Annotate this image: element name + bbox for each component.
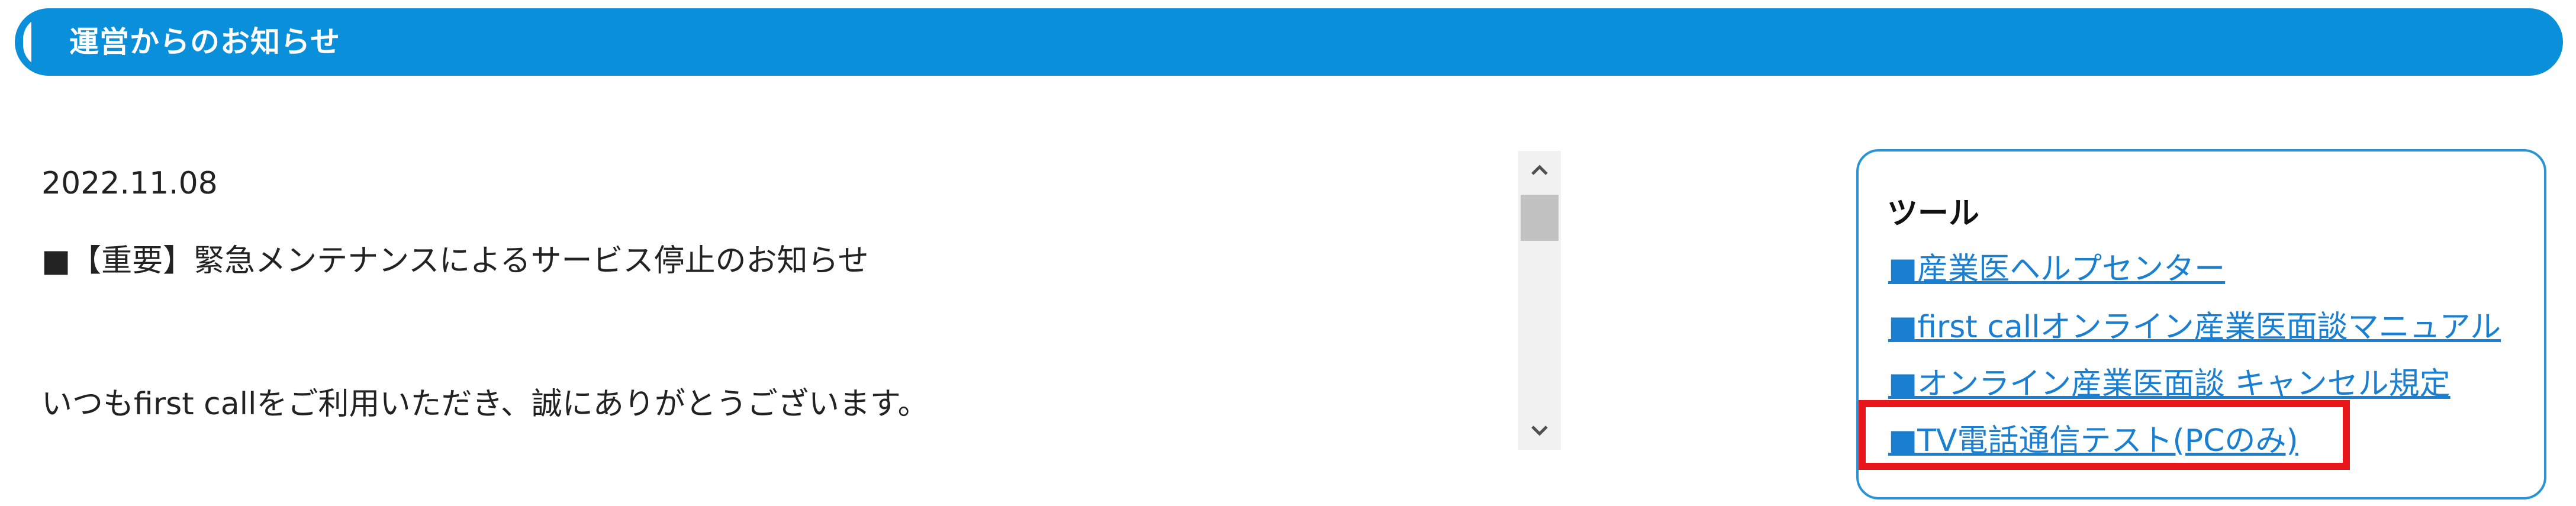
chevron-up-icon bbox=[1531, 165, 1548, 175]
highlight-box bbox=[1859, 400, 2350, 470]
chevron-down-icon bbox=[1531, 426, 1548, 436]
news-body: いつもfirst callをご利用いただき、誠にありがとうございます。 bbox=[41, 386, 929, 422]
notice-header-bar: 運営からのお知らせ bbox=[15, 8, 2563, 76]
header-accent-shape bbox=[23, 17, 46, 67]
tool-link-manual[interactable]: ■first callオンライン産業医面談マニュアル bbox=[1888, 310, 2501, 345]
news-date: 2022.11.08 bbox=[41, 166, 218, 201]
scroll-thumb[interactable] bbox=[1521, 195, 1559, 241]
scroll-up-arrow-icon[interactable] bbox=[1518, 151, 1561, 190]
news-scroll-area[interactable]: 2022.11.08 ■【重要】緊急メンテナンスによるサービス停止のお知らせ い… bbox=[0, 148, 1574, 456]
news-scrollbar[interactable] bbox=[1518, 151, 1561, 450]
tool-link-cancel-policy[interactable]: ■オンライン産業医面談 キャンセル規定 bbox=[1888, 366, 2451, 402]
scroll-down-arrow-icon[interactable] bbox=[1518, 411, 1561, 450]
tool-link-tv-test[interactable]: ■TV電話通信テスト(PCのみ) bbox=[1888, 423, 2298, 459]
notice-header-title: 運営からのお知らせ bbox=[69, 25, 340, 59]
tools-panel: ツール ■産業医ヘルプセンター ■first callオンライン産業医面談マニュ… bbox=[1856, 149, 2546, 499]
tool-link-help-center[interactable]: ■産業医ヘルプセンター bbox=[1888, 252, 2226, 287]
tools-title: ツール bbox=[1887, 196, 1980, 231]
news-title: ■【重要】緊急メンテナンスによるサービス停止のお知らせ bbox=[41, 243, 869, 279]
